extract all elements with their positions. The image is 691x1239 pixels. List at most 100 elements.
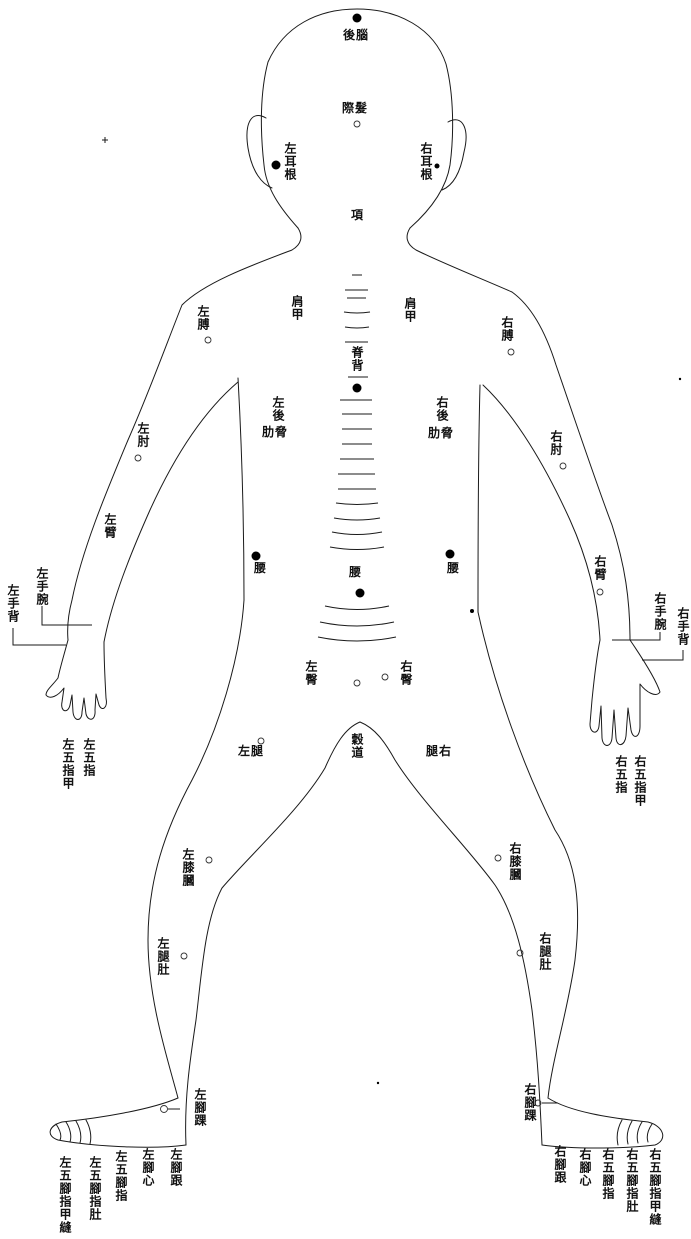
label-back-of-head: 後腦: [343, 29, 369, 41]
right-inner-leg-outline: [360, 722, 542, 1145]
right-leg-outer-outline: [478, 612, 578, 1098]
label-right-fingers: 右五指: [615, 755, 627, 794]
label-right-back-rib-top: 右後: [436, 396, 448, 422]
label-nape: 項: [351, 209, 364, 221]
label-right-toenail-seams: 右五腳指甲縫: [649, 1148, 661, 1226]
right-ear-outline: [442, 120, 466, 190]
label-right-ankle: 右腳踝: [524, 1083, 536, 1122]
spine-tick: [344, 312, 370, 313]
point-marker-right-elbow: [560, 463, 566, 469]
label-right-shoulder-blade: 肩甲: [404, 297, 416, 323]
spine-tick: [320, 622, 394, 626]
label-right-toes: 右五腳指: [602, 1148, 614, 1200]
point-marker-right-upper-arm: [508, 349, 514, 355]
left-ear-outline: [247, 116, 272, 188]
label-left-thigh: 左腿: [238, 745, 264, 757]
hollow-point-markers: [135, 121, 603, 1113]
point-marker-hairline: [354, 121, 360, 127]
label-right-buttock: 右臀: [400, 660, 412, 686]
spine-vertebrae-marks: [318, 275, 396, 641]
label-left-ankle: 左腳踝: [194, 1088, 206, 1127]
spine-tick: [336, 503, 378, 505]
label-right-back-rib-bottom: 肋脅: [428, 427, 454, 439]
label-left-hand-back: 左手背: [7, 584, 19, 623]
right-toes-lines: [617, 1120, 652, 1145]
speck: [679, 378, 681, 380]
leader-lines: [13, 606, 683, 1109]
point-marker-left-waist: [252, 552, 261, 561]
label-left-back-rib-bottom: 肋脅: [262, 426, 288, 438]
label-left-shoulder-blade: 肩甲: [291, 295, 303, 321]
speck: [102, 137, 108, 143]
left-inner-leg-outline: [186, 722, 360, 1145]
label-right-thigh: 腿右: [426, 745, 452, 757]
spine-tick: [325, 606, 389, 610]
point-marker-left-calf: [181, 953, 187, 959]
label-right-toe-pads: 右五腳指肚: [626, 1148, 638, 1213]
point-marker-left-ear-root: [272, 161, 281, 170]
label-hairline: 際髮: [342, 102, 368, 114]
right-torso-outline: [478, 385, 480, 612]
label-left-heel: 左腳跟: [170, 1148, 182, 1187]
label-right-wrist: 右手腕: [654, 592, 666, 631]
spine-tick: [345, 327, 369, 328]
label-left-waist: 腰: [254, 562, 267, 574]
point-marker-left-knee-pit: [206, 857, 212, 863]
label-left-toes: 左五腳指: [115, 1150, 127, 1202]
left-inner-arm-outline: [104, 382, 238, 642]
label-right-upper-arm: 右膊: [501, 316, 513, 342]
spine-tick: [332, 532, 382, 535]
point-marker-right-waist: [446, 550, 455, 559]
speck: [377, 1082, 379, 1084]
label-left-fingers: 左五指: [83, 738, 95, 777]
label-left-toenail-seams: 左五腳指甲縫: [59, 1156, 71, 1234]
label-right-elbow: 右肘: [550, 430, 562, 456]
left-hand-outline: [46, 640, 106, 720]
point-marker-back-of-head: [353, 14, 362, 23]
print-specks: [102, 137, 681, 1084]
point-marker-right-ear-root: [435, 164, 440, 169]
point-marker-waist: [356, 589, 365, 598]
point-marker-left-upper-arm: [205, 337, 211, 343]
label-left-wrist: 左手腕: [36, 567, 48, 606]
leader-right-hand-back: [642, 650, 683, 660]
point-marker-left-elbow: [135, 455, 141, 461]
point-marker-right-side: [470, 609, 474, 613]
left-torso-outline: [238, 378, 244, 600]
label-left-buttock: 左臀: [305, 660, 317, 686]
label-left-forearm: 左臂: [104, 513, 116, 539]
spine-tick: [334, 518, 380, 520]
label-anus: 穀道: [351, 733, 363, 759]
label-left-knee-pit: 左膝膕: [182, 848, 194, 887]
point-marker-spine: [353, 384, 362, 393]
leader-left-hand-back: [13, 628, 66, 645]
label-left-sole: 左腳心: [142, 1148, 154, 1187]
spine-tick: [330, 547, 384, 550]
right-foot-outline: [542, 1098, 663, 1148]
label-left-calf: 左腿肚: [157, 937, 169, 976]
label-spine: 脊背: [351, 346, 363, 372]
point-marker-right-buttock: [382, 674, 388, 680]
label-left-fingernails: 左五指甲: [62, 738, 74, 790]
label-right-calf: 右腿肚: [539, 932, 551, 971]
label-right-heel: 右腳跟: [554, 1145, 566, 1184]
label-right-sole: 右腳心: [579, 1148, 591, 1187]
label-left-back-rib-top: 左後: [272, 396, 284, 422]
label-left-toe-pads: 左五腳指肚: [89, 1156, 101, 1221]
label-right-fingernails: 右五指甲: [634, 755, 646, 807]
right-inner-arm-outline: [483, 385, 600, 640]
label-right-forearm: 右臂: [594, 555, 606, 581]
right-hand-outline: [590, 640, 660, 746]
label-left-elbow: 左肘: [137, 422, 149, 448]
point-marker-anus: [354, 680, 360, 686]
leader-right-wrist: [612, 632, 660, 640]
label-right-waist: 腰: [447, 562, 460, 574]
point-marker-right-forearm: [597, 589, 603, 595]
label-right-hand-back: 右手背: [677, 607, 689, 646]
label-right-knee-pit: 右膝膕: [509, 842, 521, 881]
label-waist: 腰: [349, 566, 362, 578]
label-left-ear-root: 左耳根: [284, 142, 296, 181]
point-marker-left-ankle: [161, 1106, 168, 1113]
